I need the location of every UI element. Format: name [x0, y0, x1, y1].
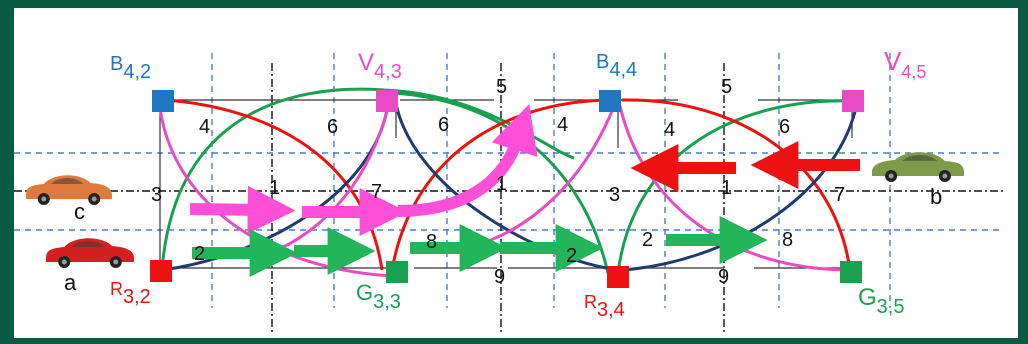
cell-number: 5	[496, 76, 507, 98]
cell-number: 4	[557, 114, 568, 136]
node-v-4-3: V4,3	[358, 49, 402, 112]
cell-number: 3	[151, 184, 162, 206]
arrow-pink-east	[190, 209, 262, 210]
car-label: b	[930, 184, 942, 209]
node-label: G3,5	[858, 284, 904, 318]
cell-number: 1	[269, 177, 280, 199]
cell-number: 5	[721, 76, 732, 98]
node-label: B4,4	[596, 51, 637, 81]
car-a	[46, 238, 134, 268]
node-square	[376, 90, 398, 112]
node-r-3-2: R3,2	[110, 260, 172, 308]
node-g-3-5: G3,5	[840, 261, 904, 318]
car-label: c	[74, 199, 85, 224]
cell-number: 9	[718, 266, 729, 288]
node-label: V4,3	[358, 49, 402, 83]
node-label: G3,3	[356, 280, 401, 313]
node-square	[599, 90, 621, 112]
node-square	[842, 90, 864, 112]
node-square	[607, 266, 629, 288]
cell-number: 8	[426, 231, 437, 253]
cell-number: 4	[664, 119, 675, 141]
node-label: R3,4	[584, 292, 625, 321]
node-label: B4,2	[110, 53, 151, 83]
node-v-4-5: V4,5	[842, 46, 926, 112]
cell-number: 6	[438, 114, 449, 136]
nodes: B4,2 V4,3 B4,4 V4,5R3,2 G3,3 R3,4 G3,5	[110, 46, 926, 321]
arc-pink	[454, 106, 614, 248]
node-square	[840, 261, 862, 283]
cell-number: 4	[199, 116, 210, 138]
cell-number: 1	[496, 173, 507, 195]
cell-number: 2	[642, 229, 653, 251]
car-label: a	[64, 270, 77, 295]
node-square	[150, 260, 172, 282]
cell-number: 2	[566, 245, 577, 267]
node-b-4-2: B4,2	[110, 53, 174, 112]
cell-number: 1	[721, 177, 732, 199]
cell-number: 8	[782, 229, 793, 251]
cell-number: 2	[194, 243, 205, 265]
node-square	[152, 90, 174, 112]
car-c	[26, 175, 112, 205]
cell-number: 6	[779, 116, 790, 138]
arc-pink	[620, 106, 850, 270]
cell-number: 7	[834, 184, 845, 206]
cell-number: 3	[609, 184, 620, 206]
node-label: R3,2	[110, 279, 151, 308]
node-r-3-4: R3,4	[584, 266, 629, 321]
cell-number: 7	[371, 181, 382, 203]
node-square	[386, 261, 408, 283]
arc-navy	[622, 108, 856, 270]
cell-number: 6	[327, 116, 338, 138]
car-b	[872, 152, 964, 182]
node-b-4-4: B4,4	[596, 51, 637, 112]
cell-number: 9	[494, 266, 505, 288]
